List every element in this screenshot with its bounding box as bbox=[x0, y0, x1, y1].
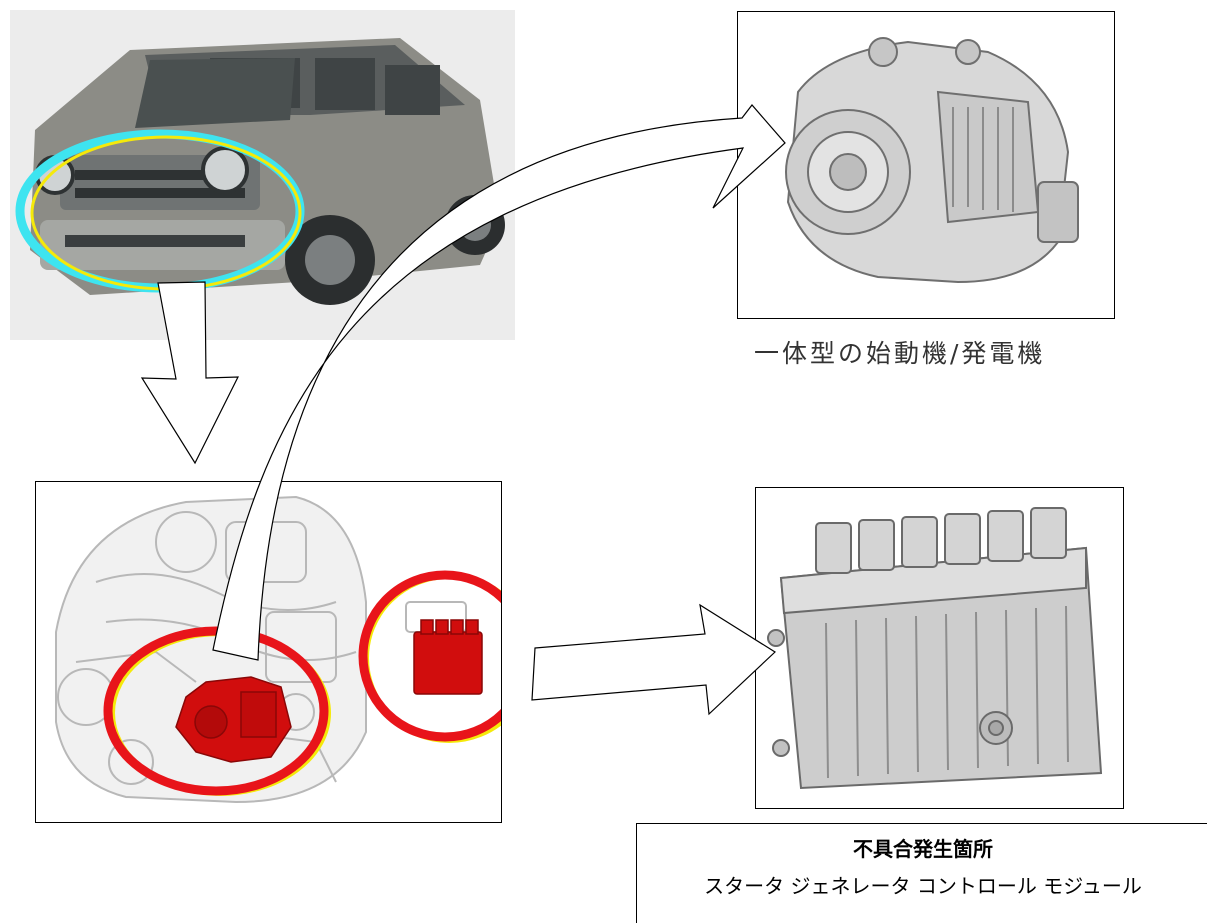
defect-location-box: 不具合発生箇所 スタータ ジェネレータ コントロール モジュール bbox=[636, 823, 1207, 923]
curved-arrow-to-starter-generator bbox=[212, 104, 786, 661]
down-arrow bbox=[140, 281, 239, 465]
vehicle-photo bbox=[10, 10, 515, 340]
control-module-illustration-box bbox=[755, 487, 1124, 809]
starter-generator-caption: 一体型の始動機/発電機 bbox=[754, 339, 1046, 368]
control-module-illustration bbox=[767, 507, 1103, 790]
starter-generator-illustration bbox=[785, 37, 1079, 284]
right-arrow-to-control-module bbox=[531, 603, 776, 716]
starter-generator-illustration-box bbox=[737, 11, 1115, 319]
defect-location-title: 不具合発生箇所 bbox=[853, 837, 993, 861]
defect-module-name: スタータ ジェネレータ コントロール モジュール bbox=[704, 874, 1142, 898]
